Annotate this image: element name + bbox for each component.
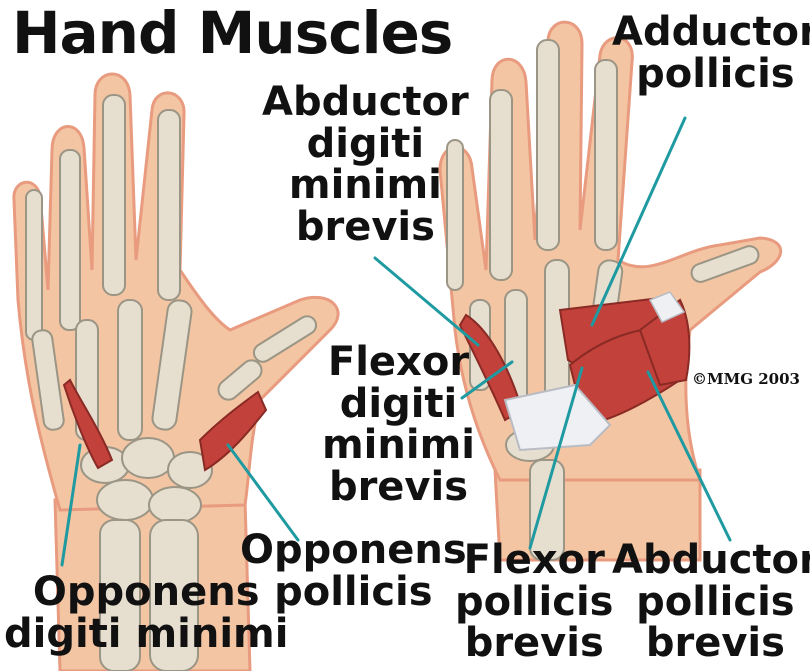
- copyright-text: ©MMG 2003: [692, 370, 800, 388]
- label-abductor-pollicis-brevis: Abductor pollicis brevis: [612, 540, 810, 665]
- label-adductor-pollicis: Adductor pollicis: [612, 12, 810, 95]
- label-flexor-pollicis-brevis: Flexor pollicis brevis: [455, 540, 613, 665]
- label-flexor-digiti-minimi-brevis: Flexor digiti minimi brevis: [322, 342, 475, 508]
- label-opponens-digiti-minimi: Opponens digiti minimi: [4, 572, 288, 655]
- label-abductor-digiti-minimi-brevis: Abductor digiti minimi brevis: [262, 82, 469, 248]
- diagram-title: Hand Muscles: [12, 4, 452, 62]
- right-hand: [440, 22, 781, 560]
